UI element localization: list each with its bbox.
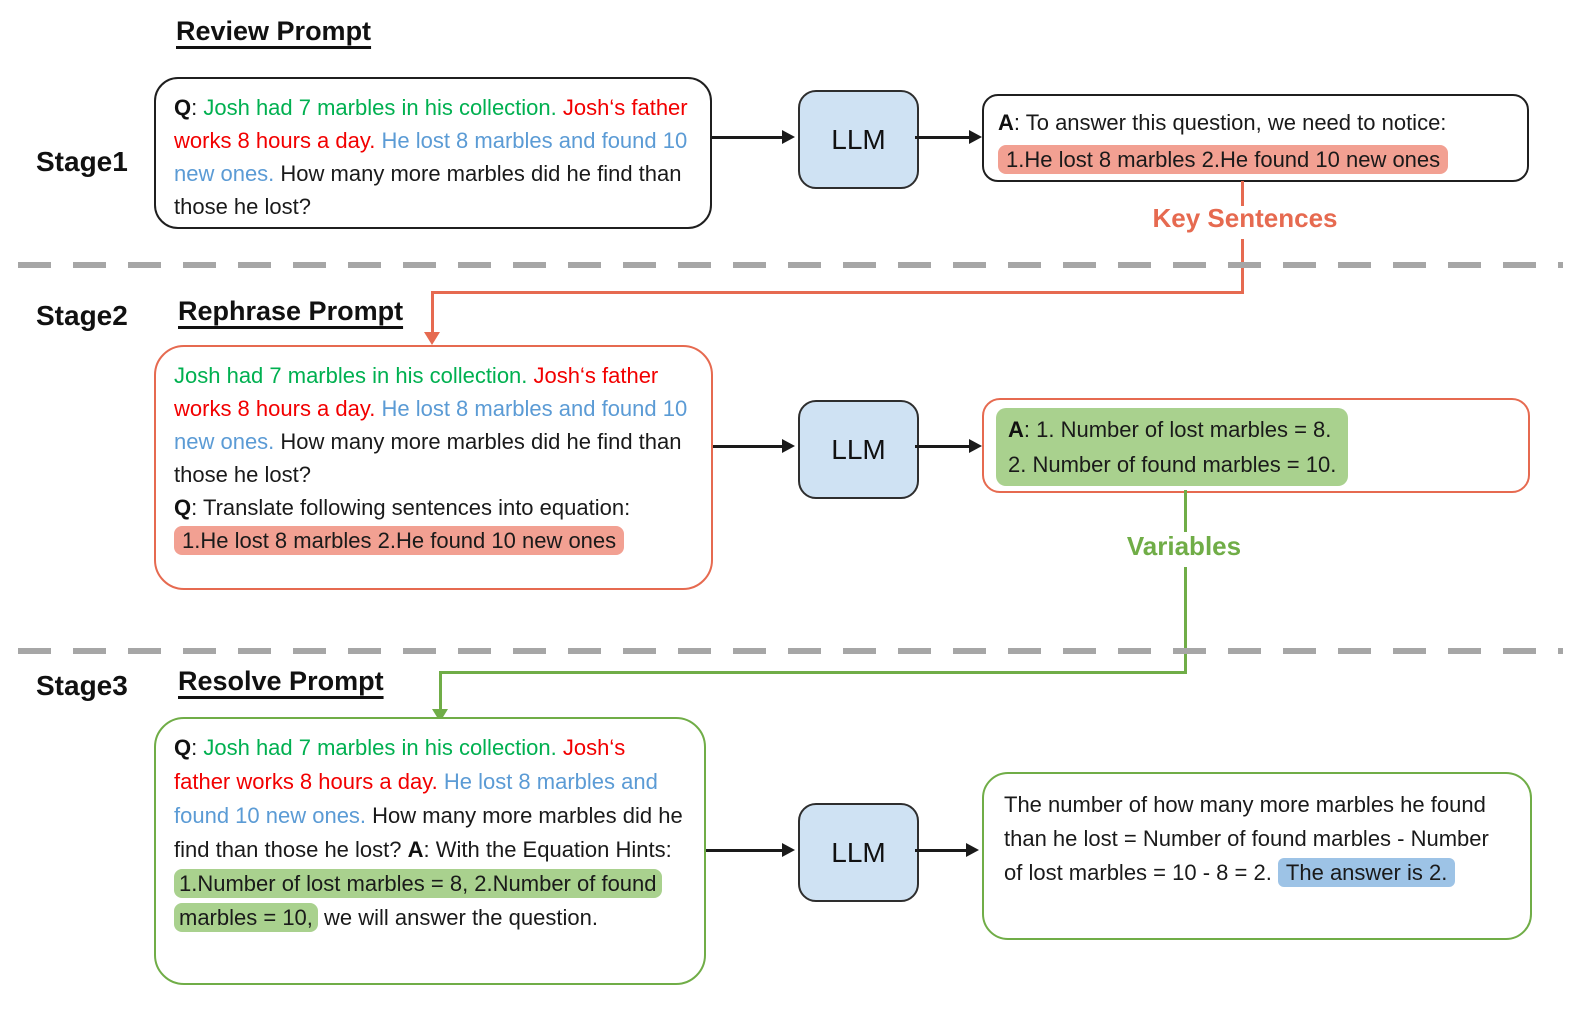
stage3-label: Stage3 [36,670,128,701]
q-label: Q [174,495,192,520]
stage3-heading: Resolve Prompt [178,666,384,696]
key-sentences-highlight: 1.He lost 8 marbles 2.He found 10 new on… [174,526,625,555]
arrow-stage3-llm-to-answer [915,849,967,852]
variables-line [1184,490,1187,532]
stage3-answer-box: The number of how many more marbles he f… [982,772,1532,940]
variables-label: Variables [1126,531,1242,561]
stage2-prompt-box: Josh had 7 marbles in his collection. Jo… [154,345,713,590]
llm-label: LLM [831,123,886,155]
variables-line [1184,567,1187,674]
variable-line2: 2. Number of found marbles = 10. [1008,452,1337,477]
q-colon: : [191,95,204,120]
stage1-heading: Review Prompt [176,16,372,46]
variable-line1: : 1. Number of lost marbles = 8. [1023,417,1332,442]
q-label: Q [174,95,192,120]
prompt-sentence-green: Josh had 7 marbles in his collection. [203,735,563,760]
q-label: Q [174,735,192,760]
arrow-stage3-prompt-to-llm [706,849,783,852]
llm-label: LLM [831,433,886,465]
stage2-llm-box: LLM [798,400,919,499]
arrow-stage1-llm-to-answer [915,136,970,139]
arrowhead-icon [782,130,795,144]
hints-intro: : With the Equation Hints: [423,837,672,862]
hints-outro: we will answer the question. [317,905,598,930]
key-sentences-line [431,291,1244,294]
final-answer-highlight: The answer is 2. [1277,858,1456,887]
arrow-stage2-llm-to-answer [915,445,970,448]
stage3-llm-box: LLM [798,803,919,902]
a-label: A [1008,417,1024,442]
variables-highlight: A: 1. Number of lost marbles = 8. 2. Numb… [996,408,1349,486]
prompt-sentence-blue: He lost 8 marbles and found 10 new ones. [174,396,688,454]
key-sentences-line [431,291,434,334]
key-sentences-line [1241,181,1244,206]
stage1-answer-box: A: To answer this question, we need to n… [982,94,1529,182]
prompt-sentence-green: Josh had 7 marbles in his collection. [203,95,563,120]
key-sentences-highlight: 1.He lost 8 marbles 2.He found 10 new on… [998,145,1449,174]
key-sentences-label: Key Sentences [1152,203,1338,233]
llm-label: LLM [831,836,886,868]
arrowhead-icon [424,332,440,345]
stage-divider [18,648,1563,654]
prompt-sentence-red: Josh‘s father works 8 hours a day. [174,735,626,794]
prompt-sentence-black: How many more marbles did he find than t… [174,161,682,219]
stage1-llm-box: LLM [798,90,919,189]
stage2-label: Stage2 [36,300,128,331]
final-answer-text: The number of how many more marbles he f… [1004,792,1489,885]
prompt-sentence-red: Josh‘s father works 8 hours a day. [174,95,688,153]
answer-intro: : To answer this question, we need to no… [1013,110,1447,135]
variables-line [439,671,1187,674]
stage1-label: Stage1 [36,146,128,177]
rephrase-question: : Translate following sentences into equ… [191,495,631,520]
a-label: A [998,110,1014,135]
a-label: A [407,837,424,862]
variables-line [439,671,442,711]
prompt-sentence-black: How many more marbles did he find than t… [174,803,683,862]
stage3-prompt-box: Q: Josh had 7 marbles in his collection.… [154,717,706,985]
prompt-sentence-black: How many more marbles did he find than t… [174,429,682,487]
stage-divider [18,262,1563,268]
arrowhead-icon [782,439,795,453]
prompt-sentence-red: Josh‘s father works 8 hours a day. [174,363,659,421]
stage2-heading: Rephrase Prompt [178,296,404,326]
q-colon: : [191,735,204,760]
prompt-sentence-blue: He lost 8 marbles and found 10 new ones. [174,128,688,186]
prompt-sentence-green: Josh had 7 marbles in his collection. [174,363,534,388]
prompt-sentence-blue: He lost 8 marbles and found 10 new ones. [174,769,658,828]
arrow-stage1-prompt-to-llm [712,136,783,139]
arrow-stage2-prompt-to-llm [713,445,783,448]
stage2-answer-box: A: 1. Number of lost marbles = 8. 2. Numb… [982,398,1530,493]
stage1-prompt-box: Q: Josh had 7 marbles in his collection.… [154,77,712,229]
arrowhead-icon [782,843,795,857]
arrowhead-icon [966,843,979,857]
arrowhead-icon [969,130,982,144]
arrowhead-icon [969,439,982,453]
